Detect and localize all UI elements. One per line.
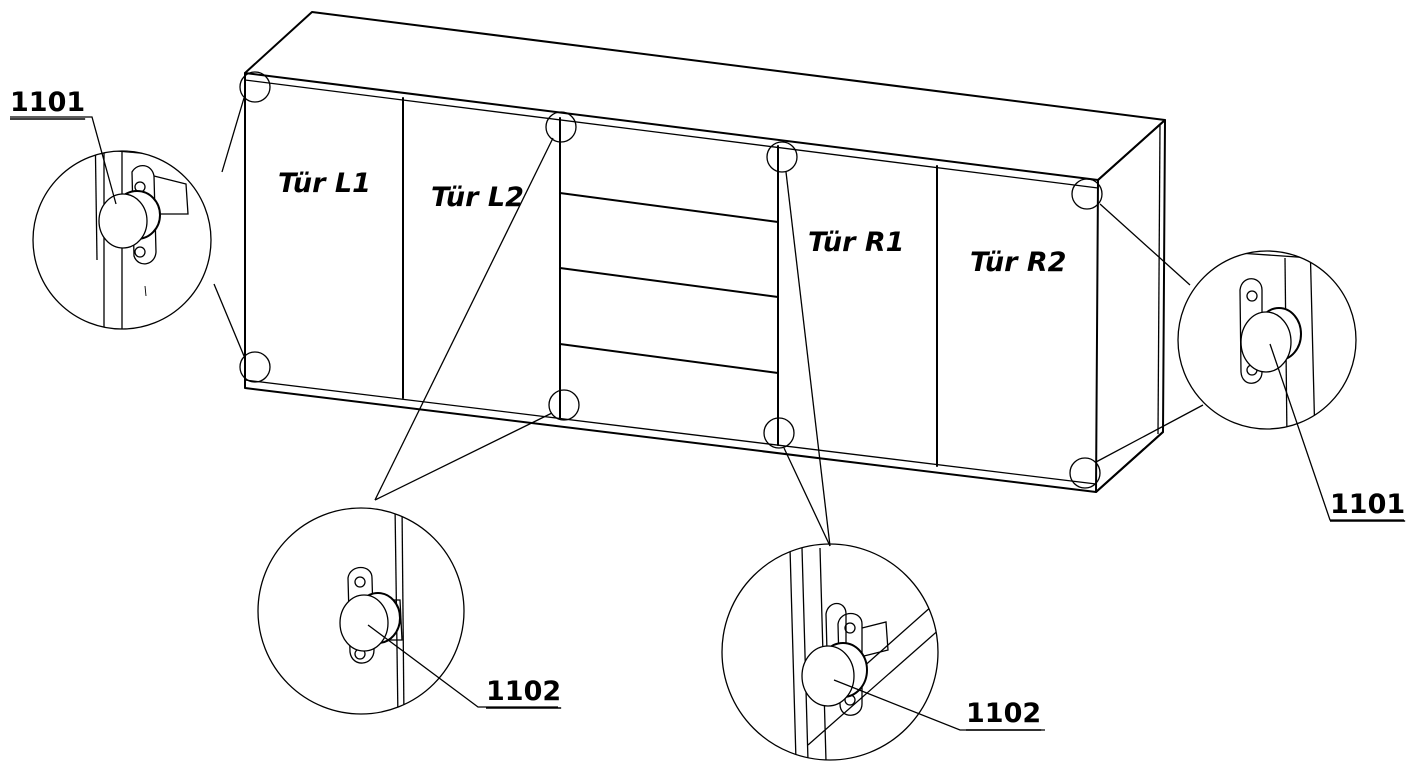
leader-lines (213, 97, 1204, 547)
leader-1101-right (1269, 343, 1404, 521)
callout-1102-left: 1102 (486, 676, 561, 707)
cabinet: Tür L1 Tür L2 Tür R1 Tür R2 (244, 11, 1166, 493)
door-label-l2: Tür L2 (431, 182, 524, 213)
marker-top-mid-left (545, 111, 577, 143)
detail-view-1102-right: 1102 (721, 543, 1045, 761)
callout-1102-right: 1102 (966, 698, 1041, 729)
marker-bottom-mid-left (548, 389, 580, 421)
drawer-line-2 (559, 267, 779, 298)
detail-view-1101-left: 1101 (10, 87, 212, 330)
cabinet-right-side (1095, 119, 1166, 493)
door-label-r1: Tür R1 (808, 227, 904, 258)
leader-1102-left (367, 624, 558, 708)
marker-top-right (1071, 178, 1103, 210)
detail-view-1101-right: 1101 (1177, 250, 1406, 522)
cabinet-top-edge (244, 79, 1099, 189)
callout-1101-right: 1101 (1330, 489, 1405, 520)
marker-bottom-left (239, 351, 271, 383)
detail-view-1102-left: 1102 (257, 507, 562, 715)
cabinet-right-back-edge (1157, 123, 1161, 435)
door-label-l1: Tür L1 (278, 168, 371, 199)
drawer-line-1 (559, 192, 779, 223)
drawer-line-3 (559, 343, 779, 374)
door-label-r2: Tür R2 (970, 247, 1066, 278)
detail-circle-d (721, 543, 939, 761)
cabinet-top (244, 11, 1166, 181)
detail-circle-c (257, 507, 465, 715)
hinge-markers (239, 71, 1103, 489)
callout-1101-left: 1101 (10, 87, 85, 118)
marker-top-left (239, 71, 271, 103)
marker-bottom-mid-right (763, 417, 795, 449)
leader-1101-left (10, 116, 117, 205)
cabinet-bottom-edge (244, 379, 1097, 485)
marker-bottom-right (1069, 457, 1101, 489)
detail-circle-b (1177, 250, 1357, 430)
cabinet-bottom-right (1095, 431, 1164, 493)
marker-top-mid-right (766, 141, 798, 173)
cabinet-front-outline (244, 72, 1097, 493)
